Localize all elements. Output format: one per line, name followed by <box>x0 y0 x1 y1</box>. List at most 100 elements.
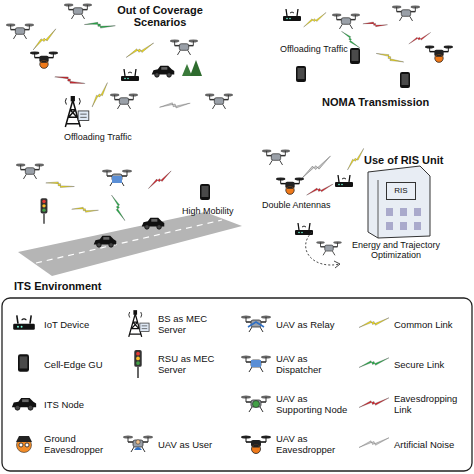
legend-text: UAV as Eavesdropper <box>276 426 352 462</box>
common-link <box>124 43 155 58</box>
legend-swatch <box>240 390 272 418</box>
legend-icon-part <box>13 315 35 329</box>
link-bolt <box>359 438 389 448</box>
uav-icon <box>205 93 233 108</box>
legend-text: RSU as MEC Server <box>158 346 234 382</box>
link-sample <box>359 358 389 368</box>
legend-text: Secure Link <box>394 346 470 382</box>
scenario-title: Use of RIS Unit <box>364 154 474 166</box>
scenario-title: Out of Coverage Scenarios <box>110 4 210 28</box>
eavesdropper-uav-icon <box>425 45 453 62</box>
link-sample <box>359 438 389 448</box>
legend-icon-mark <box>251 360 261 367</box>
common-link <box>29 28 60 50</box>
legend-icon-part <box>241 435 271 453</box>
legend-item: UAV as Dispatcher <box>240 346 352 382</box>
window-shape <box>414 208 421 216</box>
legend-item: Common Link <box>358 306 470 342</box>
uav-icon <box>332 13 360 28</box>
phone-icon <box>296 66 306 82</box>
legend-swatch <box>8 350 40 378</box>
legend-icon-part <box>16 436 32 453</box>
eavesdropper-uav-icon <box>30 51 58 68</box>
eavesdropping-link <box>363 16 388 32</box>
common-link <box>46 175 75 195</box>
legend-text: UAV as Dispatcher <box>276 346 352 382</box>
link-sample <box>359 398 389 408</box>
legend-icon-mark <box>248 322 264 327</box>
uav-icon <box>170 39 198 54</box>
legend-swatch <box>358 430 390 458</box>
legend-item: RSU as MEC Server <box>122 346 234 382</box>
car-icon <box>94 236 117 247</box>
building-shape <box>368 166 430 238</box>
uav-icon <box>102 169 132 186</box>
uav-icon <box>6 23 34 38</box>
legend-icon-part <box>241 395 271 412</box>
legend-icon-part <box>18 354 29 372</box>
legend-swatch <box>240 430 272 458</box>
eavesdropping-link <box>407 32 432 44</box>
car-icon <box>152 66 175 77</box>
window-shape <box>400 208 407 216</box>
eavesdropper-uav-icon <box>276 177 304 194</box>
lane-line <box>36 220 222 263</box>
legend-swatch <box>8 390 40 418</box>
window-shape <box>414 222 421 230</box>
rsu-icon <box>41 198 48 224</box>
window-shape <box>386 208 393 216</box>
uav-icon <box>316 241 342 255</box>
iot-icon <box>121 69 139 81</box>
annotation-label: Offloading Traffic <box>64 132 154 142</box>
legend-item: BS as MEC Server <box>122 306 234 342</box>
legend-swatch <box>122 430 154 458</box>
legend-item: IoT Device <box>8 306 120 342</box>
ris-panel: RIS <box>386 182 416 200</box>
common-link <box>376 46 404 70</box>
legend-swatch <box>358 390 390 418</box>
legend-swatch <box>8 430 40 458</box>
legend-swatch <box>122 310 154 338</box>
legend-text: Cell-Edge GU <box>44 346 120 382</box>
legend-item: UAV as Eavesdropper <box>240 426 352 462</box>
legend-icon-part <box>134 350 141 378</box>
legend-item: Cell-Edge GU <box>8 346 120 382</box>
legend-text: UAV as User <box>158 426 234 462</box>
phone-icon <box>200 184 210 200</box>
road-shape <box>18 212 242 276</box>
legend-swatch <box>358 310 390 338</box>
legend-item: UAV as Relay <box>240 306 352 342</box>
legend-icon-mark <box>253 401 260 408</box>
phone-icon <box>350 48 360 64</box>
legend-icon-part <box>129 310 149 337</box>
secure-link <box>111 193 125 222</box>
link-bolt <box>359 358 389 368</box>
artificial-noise <box>298 156 334 178</box>
legend-item: UAV as User <box>122 426 234 462</box>
legend-swatch <box>8 310 40 338</box>
eavesdropping-link <box>55 68 86 91</box>
legend-text: UAV as Relay <box>276 306 352 342</box>
common-link <box>86 82 113 107</box>
phone-icon <box>400 72 410 88</box>
eavesdropping-link <box>145 171 174 189</box>
tree-shape <box>182 64 192 76</box>
annotation-label: High Mobility <box>182 206 252 216</box>
uav-icon <box>16 163 44 178</box>
annotation-label: Double Antennas <box>262 200 342 210</box>
legend-item: Eavesdropping Link <box>358 386 470 422</box>
iot-icon <box>283 9 301 21</box>
common-link <box>301 12 328 27</box>
link-bolt <box>359 318 389 328</box>
legend-text: UAV as Supporting Node <box>276 386 352 422</box>
bs-tower-icon <box>65 96 88 127</box>
building-edge <box>378 180 379 238</box>
common-link <box>71 201 98 218</box>
legend-swatch <box>358 350 390 378</box>
legend-text: BS as MEC Server <box>158 306 234 342</box>
trajectory-path <box>306 232 340 265</box>
legend-text: Eavesdropping Link <box>394 386 470 422</box>
legend-swatch <box>122 350 154 378</box>
legend-item: UAV as Supporting Node <box>240 386 352 422</box>
legend-item: Secure Link <box>358 346 470 382</box>
